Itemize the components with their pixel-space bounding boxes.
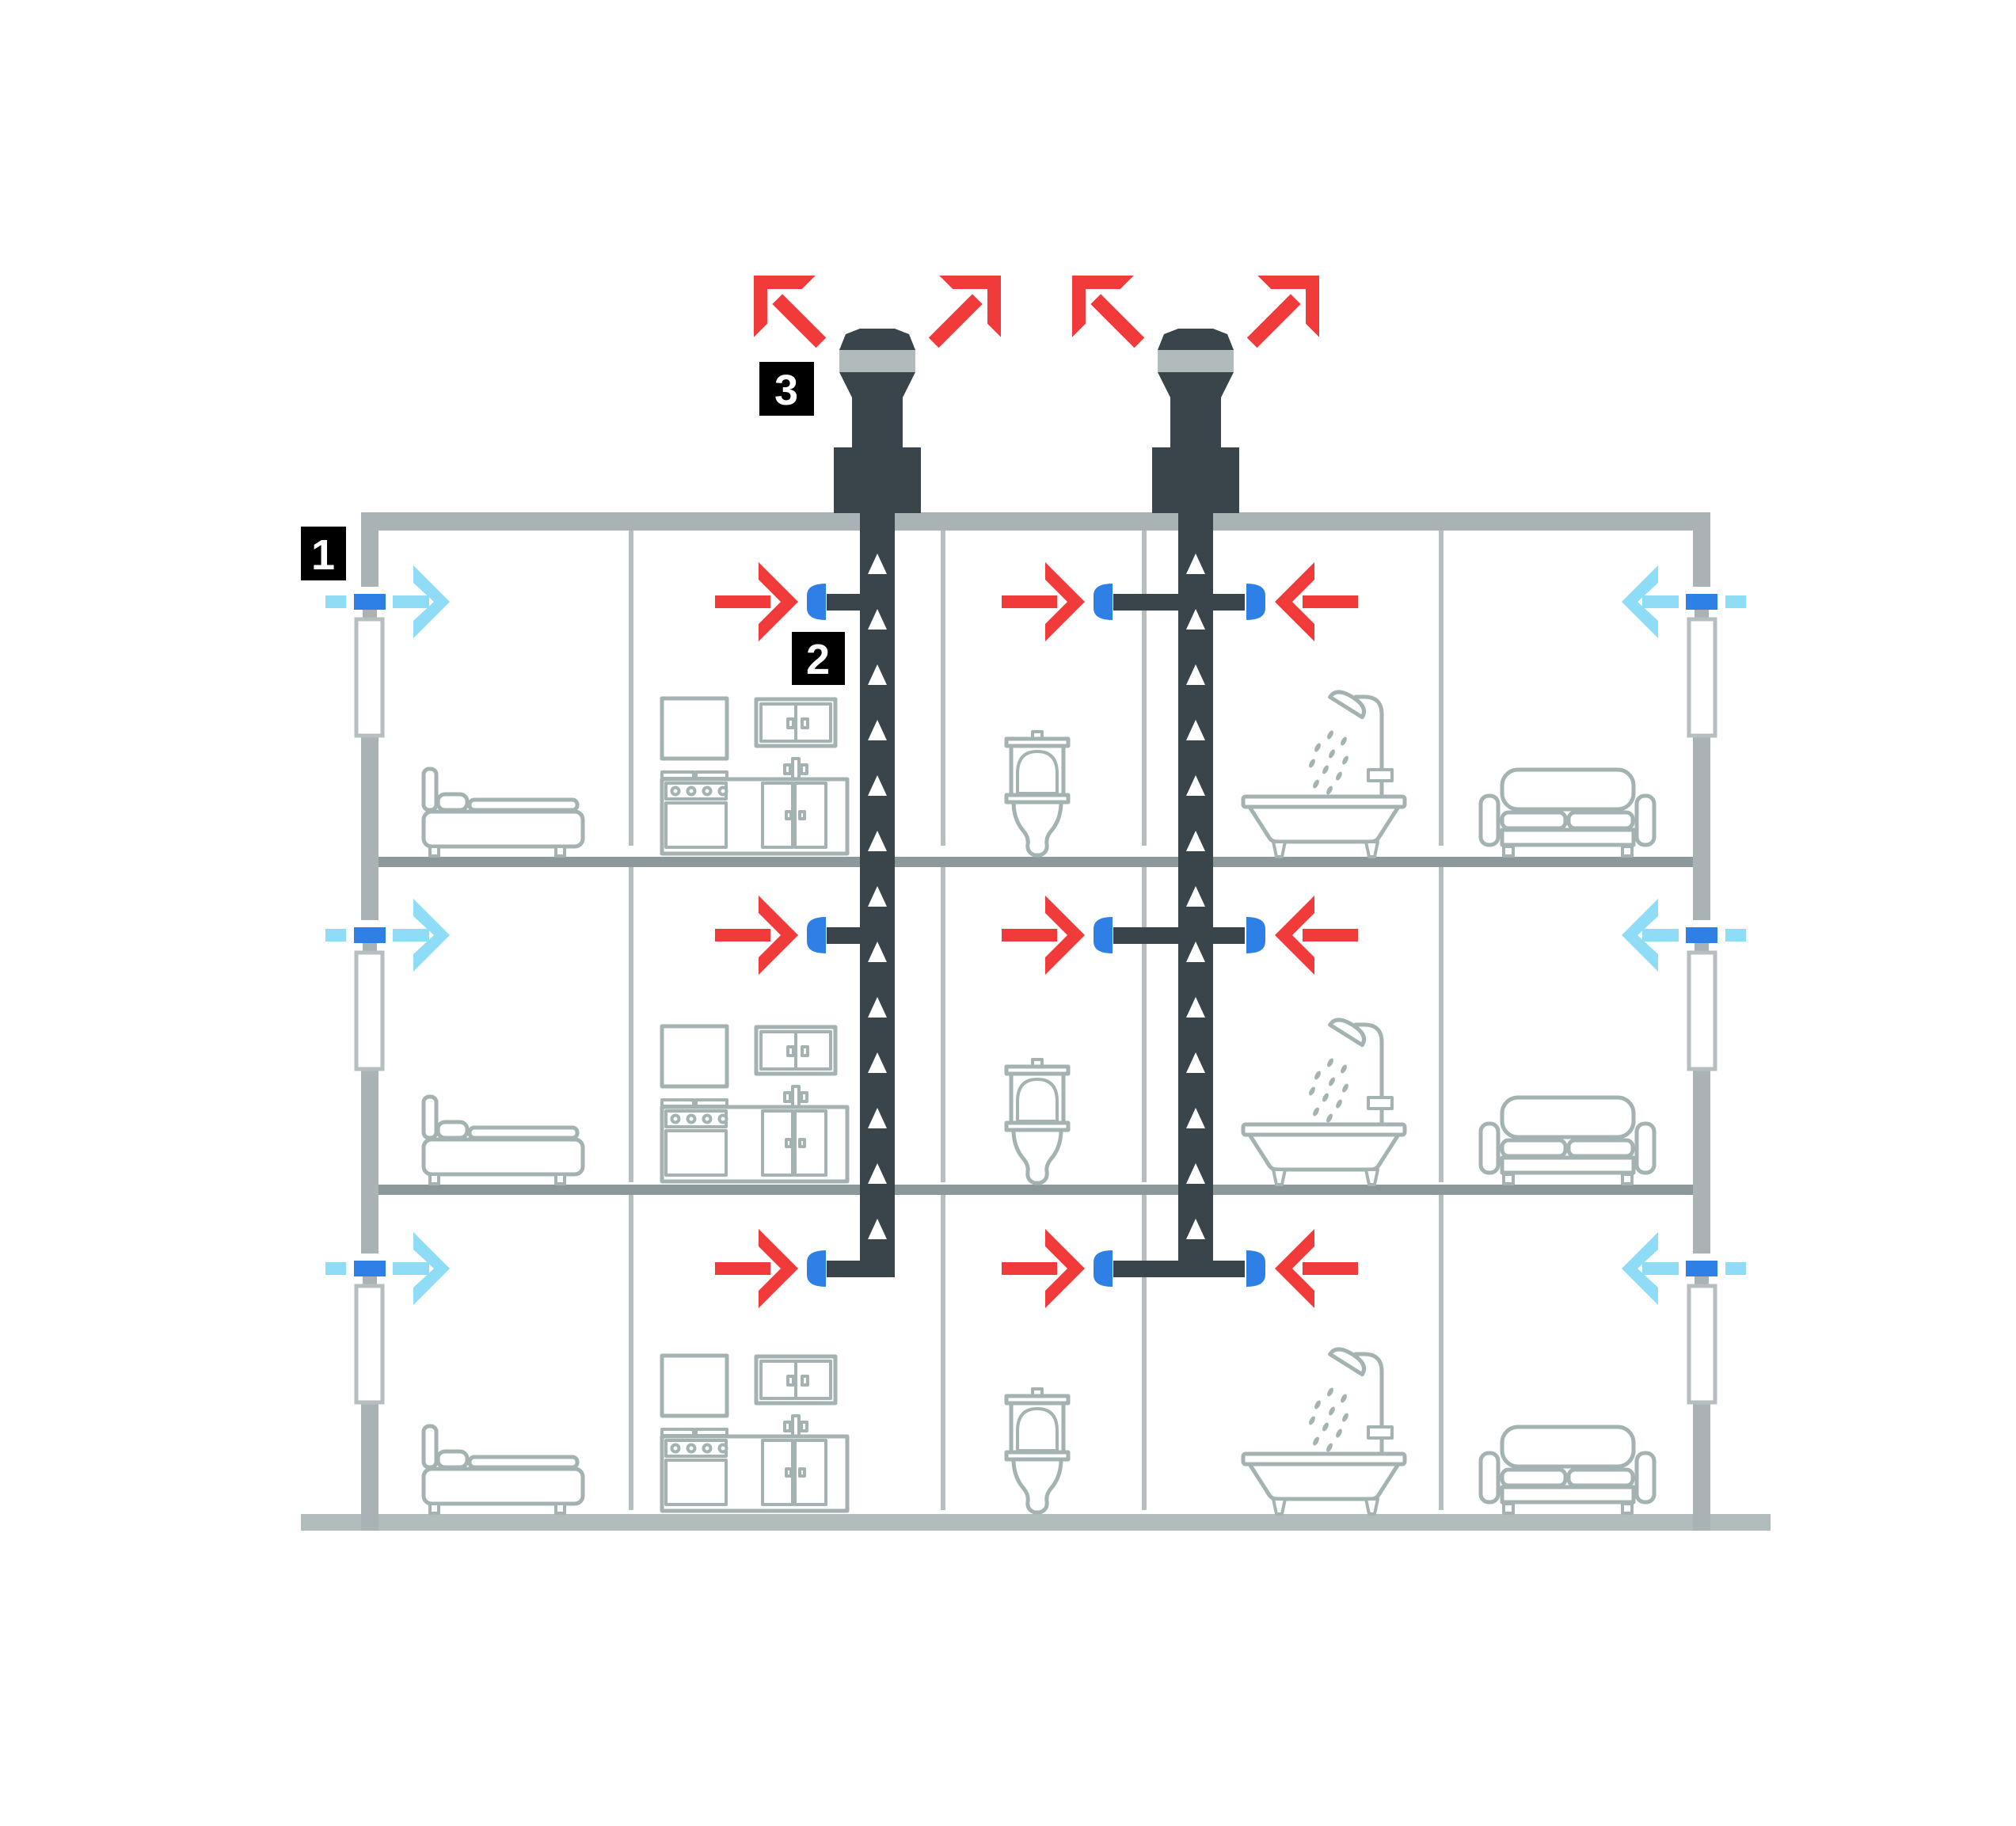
label-1-text: 1 bbox=[311, 531, 335, 579]
label-3-text: 3 bbox=[774, 367, 798, 414]
right-wall bbox=[1693, 512, 1710, 1531]
building-structure bbox=[301, 512, 1771, 1531]
callout-label-2: 2 bbox=[792, 632, 845, 685]
floor-slab-1 bbox=[378, 857, 1693, 867]
exhaust-arrow bbox=[1041, 245, 1170, 374]
left-wall bbox=[361, 512, 378, 1531]
label-2-text: 2 bbox=[806, 636, 830, 683]
ground-slab bbox=[301, 1514, 1771, 1531]
right-exhaust-duct bbox=[1178, 447, 1213, 1277]
callout-label-1: 1 bbox=[301, 527, 346, 580]
exhaust-arrow bbox=[723, 245, 852, 374]
roof bbox=[361, 512, 1710, 531]
exhaust-arrow bbox=[903, 245, 1032, 374]
roof-turbine-vent-left bbox=[834, 329, 921, 513]
left-exhaust-duct bbox=[860, 447, 895, 1277]
callout-label-3: 3 bbox=[759, 362, 814, 416]
floor-slab-2 bbox=[378, 1185, 1693, 1195]
roof-turbine-vent-right bbox=[1152, 329, 1239, 513]
exhaust-arrow bbox=[1221, 245, 1350, 374]
exhaust-outlet-arrows bbox=[723, 245, 1350, 374]
